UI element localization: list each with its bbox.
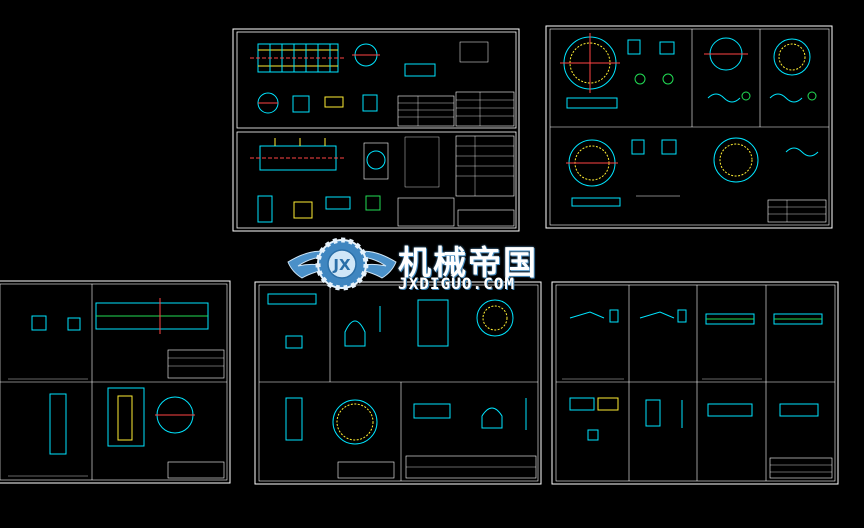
sheet-group-bottom-center bbox=[254, 281, 542, 485]
svg-text:JX: JX bbox=[332, 256, 351, 274]
sheet-group-top-center bbox=[232, 28, 520, 232]
brand-name-cn: 机械帝国 bbox=[398, 243, 538, 282]
brand-url: JXDIGUO.COM bbox=[398, 274, 515, 293]
sheet-group-bottom-left bbox=[0, 280, 231, 484]
gear-wing-logo-icon: JX bbox=[287, 237, 397, 291]
sheet-group-top-right bbox=[545, 25, 833, 229]
sheet-group-bottom-right bbox=[551, 281, 839, 485]
